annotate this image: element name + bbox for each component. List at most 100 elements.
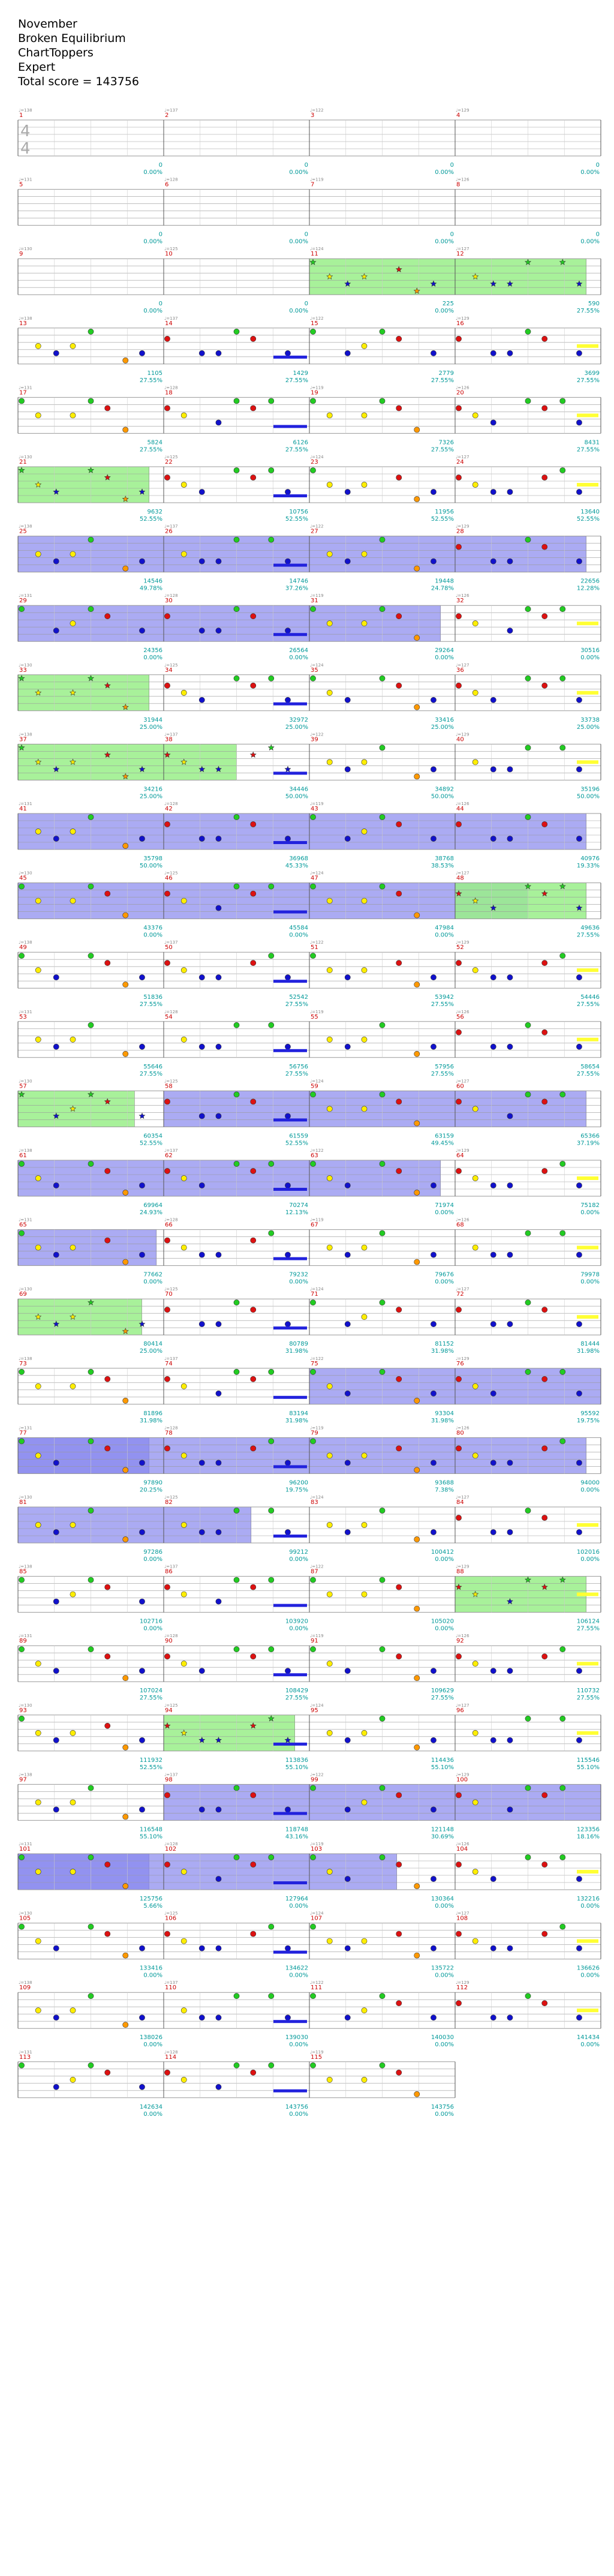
note-gem	[285, 1321, 291, 1328]
note-gem	[215, 2083, 222, 2090]
note-gem	[559, 1438, 566, 1445]
note-gem	[559, 1854, 566, 1860]
measure-number: 79	[311, 1430, 318, 1436]
star-note	[69, 1105, 76, 1112]
note-gem	[576, 1737, 582, 1743]
note-gem	[164, 1098, 170, 1105]
note-gem	[344, 1806, 351, 1813]
measure-score: 0	[450, 162, 454, 169]
tempo-mark: ♩=126	[456, 1218, 469, 1223]
note-gem	[490, 974, 496, 981]
note-gem	[35, 1661, 41, 1667]
measure-score: 125756	[140, 1896, 162, 1902]
note-gem	[250, 960, 257, 966]
note-gem	[88, 536, 94, 543]
highway-row	[17, 674, 601, 711]
note-gem	[456, 1445, 462, 1452]
note-gem	[53, 2083, 59, 2090]
star-note	[18, 467, 25, 473]
star-note	[139, 488, 146, 495]
tempo-mark: ♩=119	[310, 1218, 324, 1223]
note-gem	[541, 1445, 548, 1452]
tempo-mark: ♩=126	[456, 178, 469, 182]
note-gem	[215, 1529, 222, 1535]
note-gem	[53, 2014, 59, 2021]
note-gem	[215, 1460, 222, 1466]
note-gem	[53, 974, 59, 981]
note-gem	[88, 814, 94, 820]
note-gem	[361, 1591, 368, 1598]
tempo-mark: ♩=127	[456, 1287, 469, 1292]
note-gem	[559, 606, 566, 613]
measure-number: 24	[456, 459, 464, 466]
tempo-mark: ♩=125	[164, 1079, 178, 1083]
note-gem	[215, 2014, 222, 2021]
measure-percent: 27.55%	[577, 932, 600, 939]
note-gem	[88, 1646, 94, 1653]
measure-percent: 0.00%	[143, 1279, 162, 1286]
star-note	[506, 280, 513, 287]
note-gem	[215, 558, 222, 565]
sustain-tail	[577, 1939, 598, 1943]
note-gem	[164, 2069, 170, 2076]
measure-score: 138026	[140, 2034, 162, 2041]
note-gem	[541, 405, 548, 412]
note-gem	[250, 1792, 257, 1799]
note-gem	[326, 1106, 333, 1112]
highway-row	[17, 119, 601, 157]
tempo-mark: ♩=125	[164, 1911, 178, 1916]
note-gem	[104, 1862, 111, 1868]
star-note	[104, 751, 111, 758]
note-gem	[576, 836, 582, 842]
measure-score: 141434	[577, 2034, 600, 2041]
note-gem	[53, 350, 59, 356]
note-gem	[88, 1368, 94, 1375]
note-gem	[215, 836, 222, 842]
tempo-mark: ♩=122	[310, 1148, 324, 1153]
tempo-mark: ♩=137	[164, 316, 178, 321]
measure-score: 79978	[580, 1272, 600, 1278]
note-gem	[285, 350, 291, 356]
note-gem	[35, 1036, 41, 1043]
measure-score: 116548	[140, 1826, 162, 1833]
star-note	[524, 882, 532, 890]
note-gem	[70, 620, 76, 627]
tempo-mark: ♩=125	[164, 1703, 178, 1708]
note-gem	[53, 1737, 59, 1743]
measure-number: 92	[456, 1638, 464, 1644]
note-gem	[472, 1869, 478, 1875]
measure-score: 24356	[143, 647, 162, 654]
note-gem	[490, 1390, 496, 1397]
measure-score: 135722	[431, 1965, 454, 1972]
measure-score: 130364	[431, 1896, 454, 1902]
note-gem	[35, 1869, 41, 1875]
note-gem	[431, 1390, 437, 1397]
note-gem	[472, 482, 478, 488]
note-gem	[490, 1876, 496, 1882]
note-gem	[198, 836, 205, 842]
tempo-mark: ♩=119	[310, 801, 324, 806]
note-gem	[507, 836, 513, 842]
note-gem	[233, 883, 240, 890]
note-gem	[19, 1577, 25, 1583]
measure-number: 36	[456, 667, 464, 674]
note-gem	[122, 1397, 129, 1404]
note-gem	[396, 2000, 402, 2007]
measure-percent: 0.00%	[143, 932, 162, 939]
note-gem	[507, 1113, 513, 1119]
note-gem	[285, 1460, 291, 1466]
measure-score: 63159	[435, 1133, 454, 1139]
sustain-tail	[577, 1176, 598, 1180]
highway-row	[17, 813, 601, 850]
star-note	[180, 1730, 188, 1736]
measure-score: 34216	[143, 786, 162, 792]
measure-percent: 25.00%	[577, 724, 600, 731]
tempo-mark: ♩=122	[310, 108, 324, 113]
note-gem	[70, 897, 76, 904]
note-gem	[233, 1161, 240, 1167]
tempo-mark: ♩=125	[164, 663, 178, 668]
note-gem	[88, 1854, 94, 1860]
note-gem	[233, 1091, 240, 1098]
note-gem	[361, 1036, 368, 1043]
measure-score: 94000	[580, 1479, 600, 1486]
